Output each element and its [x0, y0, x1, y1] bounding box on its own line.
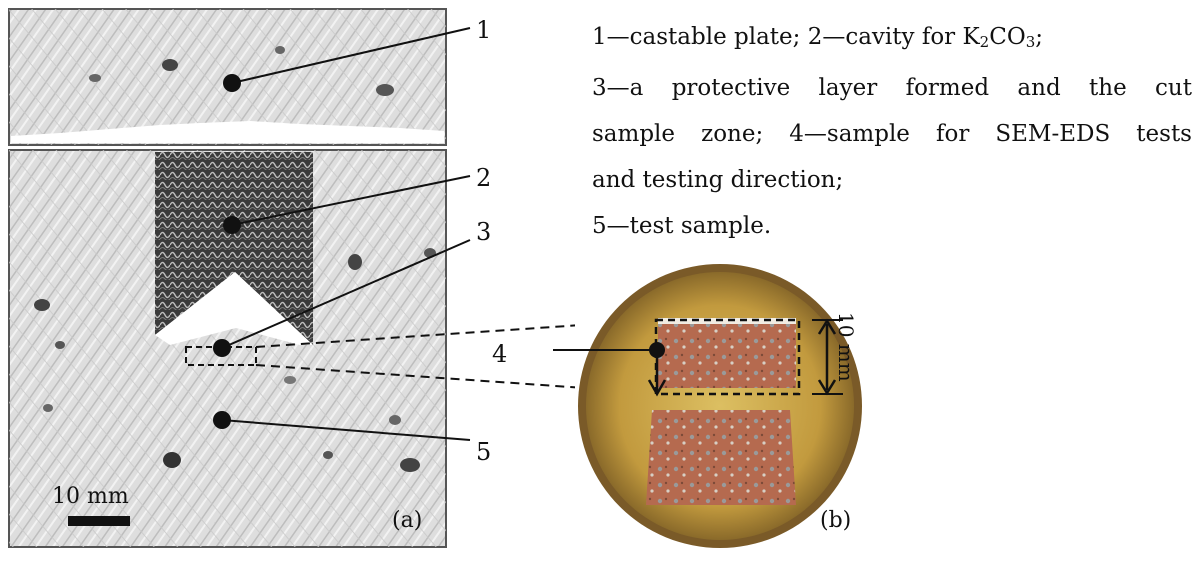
- callout-label-4: 4: [492, 340, 507, 368]
- callout-3-dot: [213, 339, 231, 357]
- legend-line-3: sample zone; 4—sample for SEM-EDS tests: [592, 121, 1192, 147]
- callout-label-5: 5: [476, 438, 491, 466]
- legend-text: ;: [1035, 24, 1043, 50]
- panel-a-top-strip: [8, 8, 447, 146]
- callout-3-line: [221, 239, 471, 349]
- callout-5-dot: [213, 411, 231, 429]
- subscript: 3: [1025, 33, 1036, 51]
- test-sample-piece: [646, 410, 796, 505]
- callout-label-2: 2: [476, 164, 491, 192]
- callout-2-line: [231, 175, 471, 226]
- callouts-a: [221, 27, 471, 441]
- legend-text: CO: [989, 24, 1026, 50]
- cavity-remnant: [11, 121, 444, 143]
- legend-line-5: 5—test sample.: [592, 213, 772, 239]
- callout-1-line: [231, 27, 471, 84]
- panel-label-a: (a): [392, 508, 422, 533]
- callout-5-line: [221, 419, 471, 441]
- dimension-label: 10 mm: [834, 312, 858, 382]
- callout-label-1: 1: [476, 16, 491, 44]
- legend: 1—castable plate; 2—cavity for K2CO3; 3—…: [592, 14, 1192, 249]
- callout-2-dot: [223, 216, 241, 234]
- cavity-bottom-void: [155, 272, 313, 345]
- panel-label-b: (b): [820, 508, 851, 533]
- legend-text: 1—castable plate; 2—cavity for K: [592, 24, 980, 50]
- sem-eds-sample: [658, 322, 796, 388]
- testing-direction-arrow: [647, 379, 667, 397]
- callout-label-3: 3: [476, 218, 491, 246]
- callout-1-dot: [223, 74, 241, 92]
- legend-line-2: 3—a protective layer formed and the cut: [592, 75, 1192, 101]
- scale-bar: [68, 516, 130, 526]
- scale-bar-label: 10 mm: [52, 484, 129, 509]
- panel-b: [553, 264, 865, 548]
- legend-line-1: 1—castable plate; 2—cavity for K2CO3;: [592, 14, 1192, 65]
- subscript: 2: [979, 33, 990, 51]
- legend-line-4: and testing direction;: [592, 167, 844, 193]
- cavity: [155, 152, 313, 345]
